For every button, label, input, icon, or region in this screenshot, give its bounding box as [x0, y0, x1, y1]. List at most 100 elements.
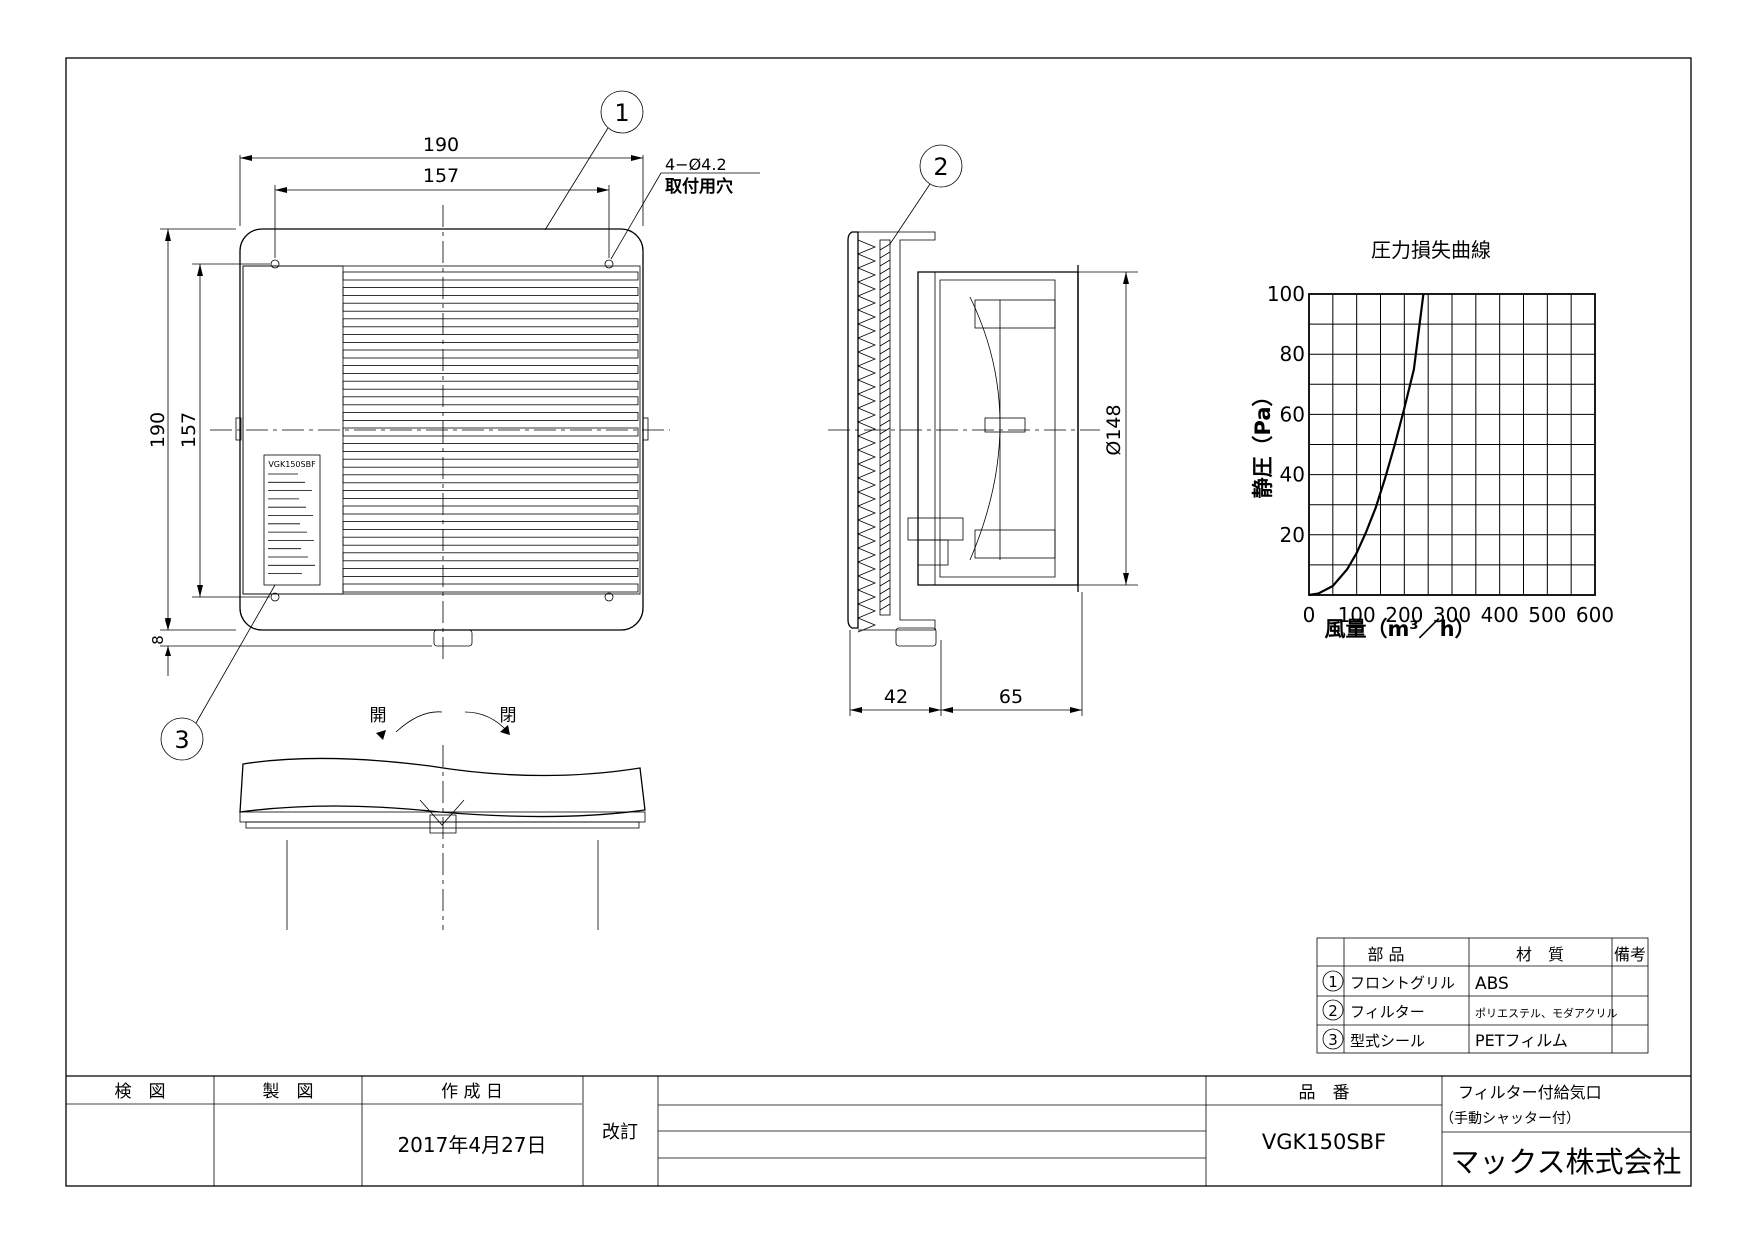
chart-xlabel: 風量（m³／h）	[1324, 617, 1475, 641]
x-tick-label: 300	[1433, 603, 1471, 627]
chart-grid	[1308, 293, 1596, 596]
y-tick-label: 20	[1280, 523, 1305, 547]
side-view: Ø148 42 65 2	[828, 144, 1138, 716]
row-no: 3	[1328, 1031, 1338, 1049]
dim-diameter: Ø148	[1103, 404, 1125, 455]
part-material: ABS	[1475, 974, 1509, 994]
part-no-value: VGK150SBF	[1262, 1130, 1386, 1154]
chart-y-ticks: 20 40 60 80 100	[1267, 282, 1305, 547]
pressure-loss-curve	[1308, 293, 1425, 597]
louver-slat	[342, 349, 639, 359]
mount-hole-icon	[604, 592, 614, 602]
table-header-remarks: 備考	[1614, 945, 1646, 964]
sheet-border	[65, 57, 1692, 1187]
louver-slat	[342, 318, 639, 328]
dim-height-inner: 157	[178, 412, 200, 448]
shutter-view: 開 閉	[239, 706, 646, 930]
x-tick-label: 0	[1303, 603, 1316, 627]
front-grille-outline	[239, 228, 644, 631]
louver-slat	[342, 443, 639, 453]
x-tick-label: 200	[1385, 603, 1423, 627]
close-label: 閉	[500, 706, 517, 726]
chart-x-ticks: 0 100 200 300 400 500 600	[1303, 603, 1614, 627]
parts-table: 部 品 材 質 備考 1 フロントグリル ABS 2 フィルター ポリエステル、…	[1316, 937, 1649, 1054]
date-value: 2017年4月27日	[397, 1133, 546, 1157]
date-label: 作 成 日	[441, 1082, 503, 1102]
shutter-knob	[433, 629, 473, 647]
callout-3	[160, 717, 204, 761]
dim-depth-42: 42	[884, 686, 908, 708]
part-material: ポリエステル、モダアクリル	[1475, 1006, 1617, 1020]
part-name: フロントグリル	[1350, 974, 1455, 992]
x-tick-label: 100	[1338, 603, 1376, 627]
company-name: マックス株式会社	[1450, 1145, 1681, 1179]
louver-slat	[342, 568, 639, 577]
louver-slat	[342, 505, 639, 515]
part-no-label: 品 番	[1299, 1083, 1350, 1103]
row-no: 1	[1328, 973, 1338, 991]
open-label: 開	[370, 706, 387, 726]
louver-slat	[342, 427, 639, 437]
dim-width-inner: 157	[423, 165, 459, 187]
louver-slat	[342, 474, 639, 484]
svg-text:2: 2	[933, 153, 948, 181]
louver-slat	[342, 536, 639, 546]
table-header-part: 部 品	[1367, 945, 1404, 964]
louver-slat	[342, 287, 639, 297]
mount-hole-icon	[270, 592, 280, 602]
louver-slat	[342, 552, 639, 562]
product-name: フィルター付給気口	[1458, 1083, 1602, 1102]
filter-hatch	[879, 243, 891, 611]
revision-label: 改訂	[602, 1122, 638, 1143]
table-header-material: 材 質	[1516, 945, 1564, 964]
callout-2	[919, 144, 963, 188]
louver-slat	[342, 489, 639, 499]
callout-1	[600, 90, 644, 134]
dim-bottom: 8	[149, 635, 167, 645]
part-material: PETフィルム	[1475, 1031, 1568, 1050]
product-subtitle: （手動シャッター付）	[1440, 1111, 1580, 1127]
check-label: 検 図	[115, 1082, 166, 1102]
louver-slat	[342, 365, 639, 375]
pressure-loss-chart: 圧力損失曲線 0 100 200 300 400 500 600 20 40 60 80 100 風…	[1251, 238, 1614, 641]
seal-text-lines	[268, 473, 315, 574]
seal-model-text: VGK150SBF	[268, 460, 316, 469]
hole-note-label: 取付用穴	[665, 176, 733, 197]
louver-slat	[342, 521, 639, 530]
chart-ylabel: 静圧（Pa）	[1251, 386, 1275, 499]
model-seal-label	[263, 454, 321, 586]
part-name: 型式シール	[1350, 1032, 1425, 1050]
y-tick-label: 80	[1280, 342, 1305, 366]
mount-hole-icon	[604, 259, 614, 269]
title-block: 検 図 製 図 作 成 日 2017年4月27日 改訂 品 番 VGK150SB…	[66, 1075, 1691, 1186]
louver-slat	[342, 271, 639, 281]
y-tick-label: 60	[1280, 402, 1305, 426]
filter-layer	[879, 239, 891, 616]
draw-label: 製 図	[263, 1082, 314, 1102]
chart-title: 圧力損失曲線	[1371, 238, 1491, 262]
dim-width-outer: 190	[423, 134, 459, 156]
louver-slat	[342, 333, 639, 343]
svg-text:3: 3	[174, 726, 189, 754]
dim-depth-65: 65	[999, 686, 1023, 708]
grille-fins	[856, 239, 877, 633]
louver-slat	[342, 380, 639, 390]
dim-height-outer: 190	[147, 412, 169, 448]
x-tick-label: 500	[1528, 603, 1566, 627]
y-tick-label: 100	[1267, 282, 1305, 306]
louver-slat	[342, 583, 639, 593]
svg-text:1: 1	[614, 99, 629, 127]
chart-plot-frame	[1308, 293, 1596, 596]
louver-slat	[342, 396, 639, 406]
louver-slat	[342, 458, 639, 468]
louver-slat	[342, 411, 639, 421]
mount-hole-icon	[270, 259, 280, 269]
x-tick-label: 600	[1576, 603, 1614, 627]
louver-slat	[342, 302, 639, 312]
front-view: VGK150SBF 190 157 190 157 8 4−Ø4.2 取付用穴	[147, 90, 760, 761]
y-tick-label: 40	[1280, 463, 1305, 487]
hole-note-size: 4−Ø4.2	[665, 155, 727, 174]
grille-louvers	[342, 271, 639, 593]
x-tick-label: 400	[1481, 603, 1519, 627]
